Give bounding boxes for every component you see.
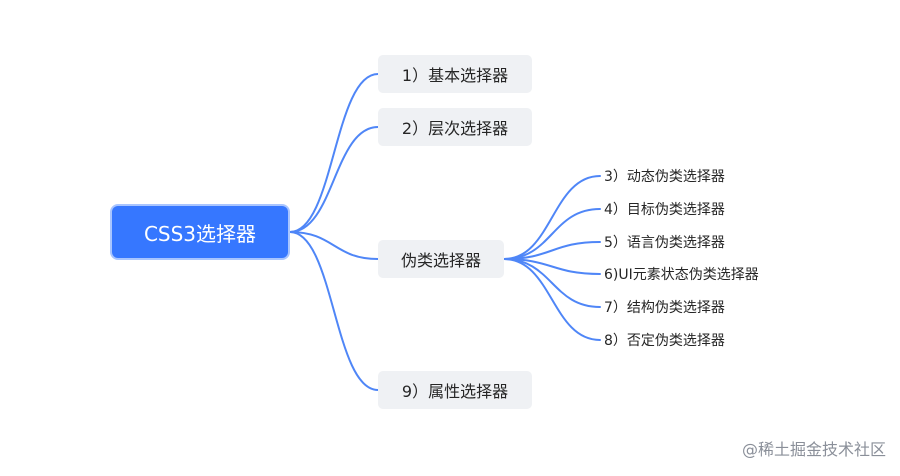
leaf-node-dynamic[interactable]: 3）动态伪类选择器 (604, 163, 725, 189)
branch-node-label: 2）层次选择器 (401, 119, 509, 138)
leaf-node-label: 8）否定伪类选择器 (604, 333, 725, 349)
root-connector-3 (289, 231, 379, 260)
root-node[interactable]: CSS3选择器 (112, 206, 288, 258)
leaf-node-label: 4）目标伪类选择器 (604, 202, 725, 218)
leaf-node-structural[interactable]: 7）结构伪类选择器 (604, 294, 725, 320)
leaf-node-ui-state[interactable]: 6)UI元素状态伪类选择器 (604, 261, 759, 287)
pseudo-connector-6 (503, 258, 601, 341)
branch-node-pseudo-class[interactable]: 伪类选择器 (378, 240, 504, 278)
pseudo-connector-2 (503, 208, 601, 260)
leaf-node-negation[interactable]: 8）否定伪类选择器 (604, 327, 725, 353)
root-connector-2 (289, 126, 379, 233)
branch-node-basic[interactable]: 1）基本选择器 (378, 55, 532, 93)
leaf-node-label: 5）语言伪类选择器 (604, 235, 725, 251)
branch-node-hierarchy[interactable]: 2）层次选择器 (378, 108, 532, 146)
pseudo-connector-3 (503, 241, 601, 260)
root-connector-1 (289, 73, 379, 233)
root-node-label: CSS3选择器 (143, 221, 257, 246)
pseudo-connector-1 (503, 175, 601, 260)
leaf-node-label: 6)UI元素状态伪类选择器 (604, 267, 759, 283)
branch-node-label: 9）属性选择器 (401, 382, 509, 401)
leaf-node-language[interactable]: 5）语言伪类选择器 (604, 229, 725, 255)
leaf-node-target[interactable]: 4）目标伪类选择器 (604, 196, 725, 222)
root-connector-4 (289, 231, 379, 391)
leaf-node-label: 7）结构伪类选择器 (604, 300, 725, 316)
watermark-text: @稀土掘金技术社区 (741, 440, 886, 459)
leaf-node-label: 3）动态伪类选择器 (604, 169, 725, 185)
branch-node-label: 1）基本选择器 (401, 66, 509, 85)
branch-node-label: 伪类选择器 (400, 251, 481, 270)
branch-node-attribute[interactable]: 9）属性选择器 (378, 371, 532, 409)
